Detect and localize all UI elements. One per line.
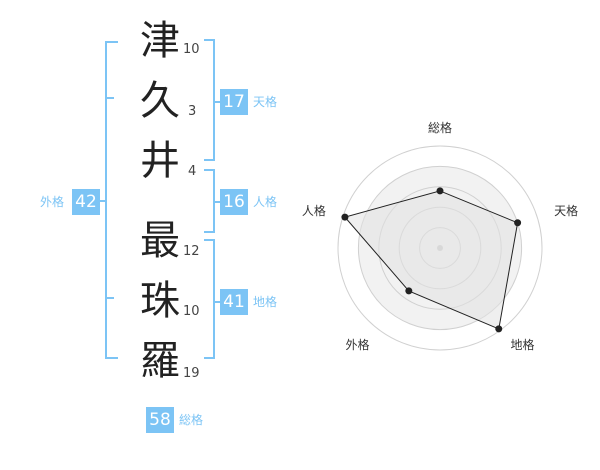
stroke-count-3: 4 — [188, 164, 197, 179]
name-char-6: 羅 — [140, 338, 180, 384]
name-char-1: 津 — [140, 18, 180, 64]
soukaku-value: 58 — [146, 407, 174, 433]
radar-axis-label-1: 総格 — [428, 120, 452, 135]
stroke-count-2: 3 — [188, 104, 197, 119]
gaikaku-value: 42 — [72, 189, 100, 215]
radar-point-5 — [341, 213, 349, 221]
radar-axis-label-5: 人格 — [302, 203, 326, 218]
name-char-2: 久 — [140, 78, 180, 124]
gaikaku-label: 外格 — [40, 195, 65, 209]
chikaku-label: 地格 — [253, 295, 278, 309]
name-char-4: 最 — [140, 218, 180, 264]
stroke-count-1: 10 — [183, 42, 200, 57]
stroke-count-5: 10 — [183, 304, 200, 319]
stroke-count-6: 19 — [183, 366, 200, 381]
soukaku-label: 総格 — [179, 413, 204, 427]
radar-axis-label-4: 外格 — [345, 337, 369, 352]
jinkaku-value: 16 — [220, 189, 248, 215]
radar-series-polygon — [344, 190, 519, 330]
name-char-5: 珠 — [140, 278, 180, 324]
name-char-3: 井 — [140, 138, 180, 184]
radar-point-2 — [514, 219, 522, 227]
tenkaku-value: 17 — [220, 89, 248, 115]
chikaku-value: 41 — [220, 289, 248, 315]
stroke-count-4: 12 — [183, 244, 200, 259]
radar-axis-label-3: 地格 — [511, 337, 535, 352]
chikaku-bracket — [204, 239, 215, 359]
radar-point-3 — [495, 325, 503, 333]
tenkaku-bracket — [204, 39, 215, 161]
jinkaku-label: 人格 — [253, 195, 278, 209]
radar-point-1 — [436, 187, 444, 195]
tenkaku-label: 天格 — [253, 95, 278, 109]
radar-point-4 — [405, 287, 413, 295]
radar-axis-label-2: 天格 — [554, 203, 578, 218]
